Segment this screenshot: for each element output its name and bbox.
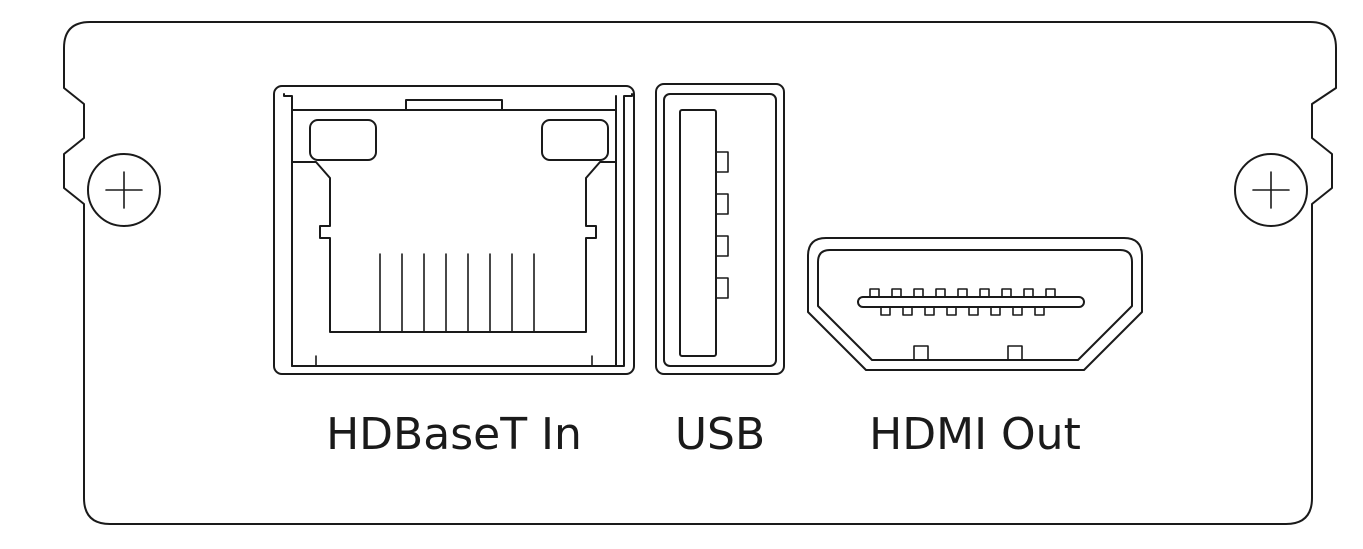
usb-label: USB — [674, 409, 766, 460]
hdbaset-label: HDBaseT In — [326, 409, 582, 460]
panel-outline — [63, 21, 1337, 525]
usb-port-icon — [655, 83, 785, 375]
hdmi-port-icon — [807, 237, 1143, 371]
rj45-port-icon — [273, 85, 635, 375]
right-screw-icon — [1234, 153, 1308, 227]
hdmi-label: HDMI Out — [869, 409, 1081, 460]
left-screw-icon — [87, 153, 161, 227]
